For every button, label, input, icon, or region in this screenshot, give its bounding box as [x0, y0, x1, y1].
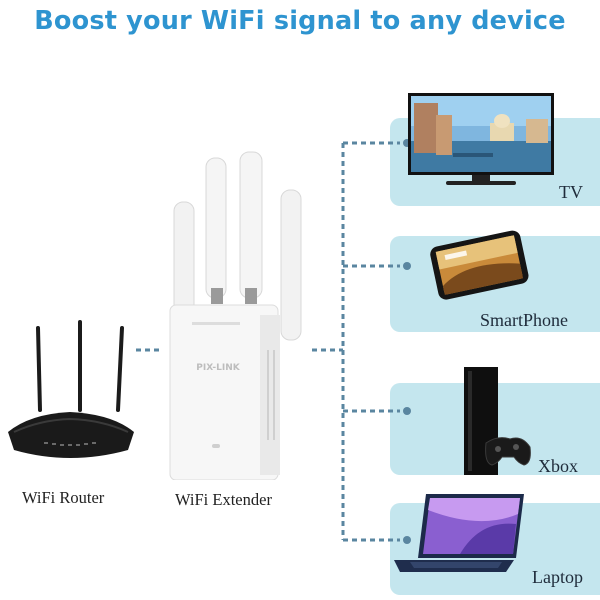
- smartphone-image: [430, 230, 529, 300]
- tv-image: [408, 93, 554, 185]
- xbox-image: [464, 367, 531, 475]
- router-label: WiFi Router: [22, 488, 105, 507]
- laptop-label: Laptop: [532, 567, 583, 587]
- smartphone-label: SmartPhone: [480, 310, 568, 330]
- headline: Boost your WiFi signal to any device: [34, 6, 566, 36]
- tv-label: TV: [559, 182, 583, 202]
- extender-image: PIX-LINK: [169, 151, 302, 480]
- xbox-label: Xbox: [538, 456, 578, 476]
- brand-mark: PIX-LINK: [196, 363, 241, 373]
- router-image: [8, 320, 134, 458]
- extender-label: WiFi Extender: [175, 490, 272, 509]
- laptop-image: [394, 494, 524, 572]
